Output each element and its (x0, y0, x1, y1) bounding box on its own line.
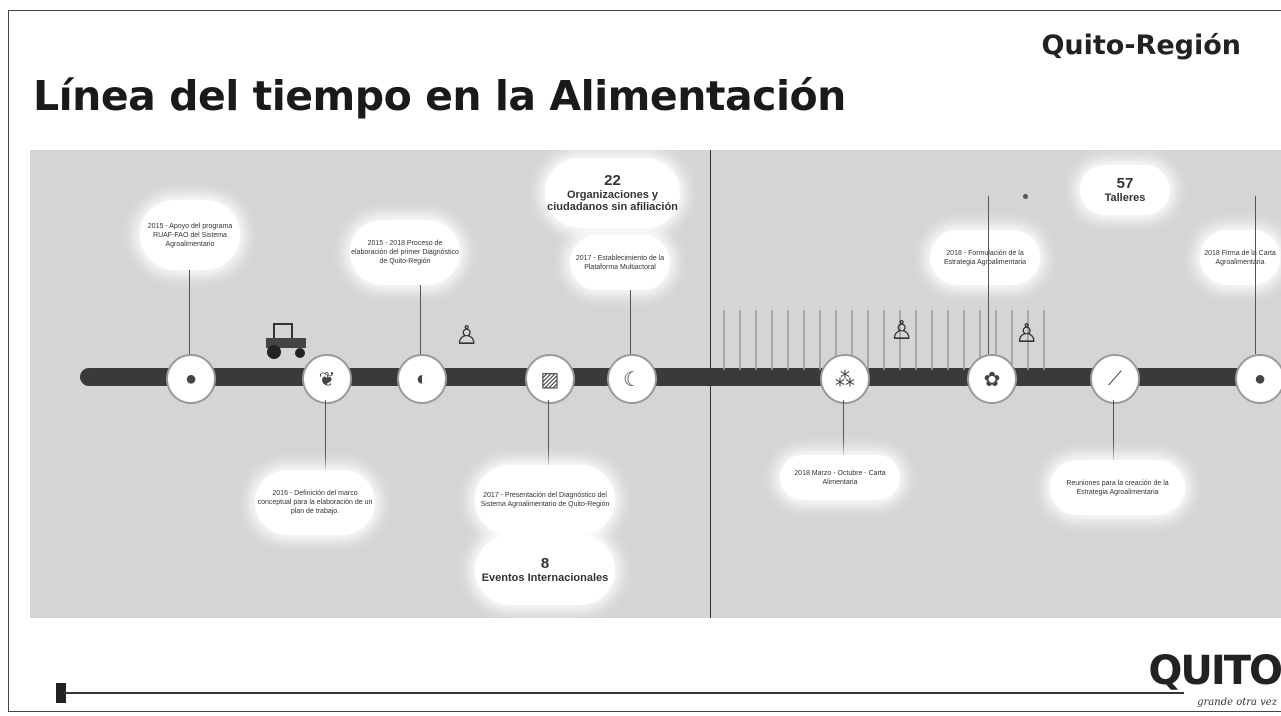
stat-number: 22 (604, 172, 621, 189)
event-cloud-reuniones: Reuniones para la creación de la Estrate… (1050, 460, 1185, 515)
connector-line (630, 290, 631, 354)
connector-line (1255, 196, 1256, 354)
event-text: 2016 - Definición del marco conceptual p… (257, 490, 373, 515)
event-text: 2015 - 2018 Proceso de elaboración del p… (351, 240, 459, 265)
stat-label: Talleres (1104, 192, 1146, 204)
page-title: Línea del tiempo en la Alimentación (33, 72, 846, 120)
stat-number: 8 (540, 555, 550, 572)
connector-line (189, 270, 190, 354)
logo-tagline: grande otra vez (1197, 697, 1277, 708)
connector-line (325, 400, 326, 470)
event-text: 2017 - Presentación del Diagnóstico del … (480, 492, 610, 508)
stat-label: Organizaciones y ciudadanos sin afiliaci… (547, 189, 678, 213)
berries-icon: ⁂ (820, 354, 870, 404)
event-cloud-2016: 2016 - Definición del marco conceptual p… (255, 470, 375, 535)
event-cloud-2018-formulacion: 2018 - Formulación de la Estrategia Agro… (930, 230, 1040, 285)
corn-icon: ▨ (525, 354, 575, 404)
apple-icon: ● (166, 354, 216, 404)
event-cloud-2018-firma: 2018 Firma de la Carta Agroalimentaria (1200, 230, 1280, 285)
connector-line (420, 285, 421, 354)
tractor-icon (266, 323, 306, 359)
stat-number: 57 (1116, 175, 1134, 192)
timeline-illustration: 2015 - Apoyo del programa RUAF-FAO del S… (30, 150, 1281, 618)
connector-line (843, 400, 844, 455)
avocado-icon: ◐ (397, 354, 447, 404)
event-text: 2018 Firma de la Carta Agroalimentaria (1204, 249, 1276, 266)
carrot-icon: ⟋ (1090, 354, 1140, 404)
footer-marker (56, 683, 66, 703)
event-text: 2018 Marzo - Octubre - Carta Alimentaria (794, 469, 886, 486)
stat-international-events: 8 Eventos Internacionales (475, 535, 615, 605)
connector-line (988, 196, 989, 354)
event-text: 2018 - Formulación de la Estrategia Agro… (943, 249, 1027, 266)
event-cloud-2017-plataforma: 2017 - Establecimiento de la Plataforma … (570, 235, 670, 290)
cabbage-icon: ✿ (967, 354, 1017, 404)
event-text: 2015 - Apoyo del programa RUAF-FAO del S… (147, 222, 233, 248)
stat-organizations: 22 Organizaciones y ciudadanos sin afili… (545, 158, 680, 228)
quito-logo: QUITO (1148, 648, 1281, 694)
event-text: Reuniones para la creación de la Estrate… (1066, 479, 1169, 496)
farmer-icon: ♙ (455, 320, 479, 350)
connector-line (548, 400, 549, 465)
farmer-icon: ♙ (1015, 318, 1039, 348)
connector-dot (1023, 194, 1028, 199)
slide-frame (8, 10, 1281, 712)
event-cloud-2015-2018: 2015 - 2018 Proceso de elaboración del p… (350, 220, 460, 285)
event-cloud-2015: 2015 - Apoyo del programa RUAF-FAO del S… (140, 200, 240, 270)
event-cloud-2018-carta: 2018 Marzo - Octubre - Carta Alimentaria (780, 455, 900, 500)
connector-line (1113, 400, 1114, 460)
region-label: Quito-Región (1041, 30, 1241, 61)
footer-rule (64, 692, 1184, 694)
stat-label: Eventos Internacionales (481, 572, 609, 584)
stat-talleres: 57 Talleres (1080, 165, 1170, 215)
wheat-icon: ❦ (302, 354, 352, 404)
banana-icon: ☾ (607, 354, 657, 404)
event-text: 2017 - Establecimiento de la Plataforma … (575, 254, 665, 271)
farmer-icon: ♙ (890, 315, 914, 345)
event-cloud-2017-diagnostico: 2017 - Presentación del Diagnóstico del … (475, 465, 615, 535)
tomato-icon: ● (1235, 354, 1281, 404)
